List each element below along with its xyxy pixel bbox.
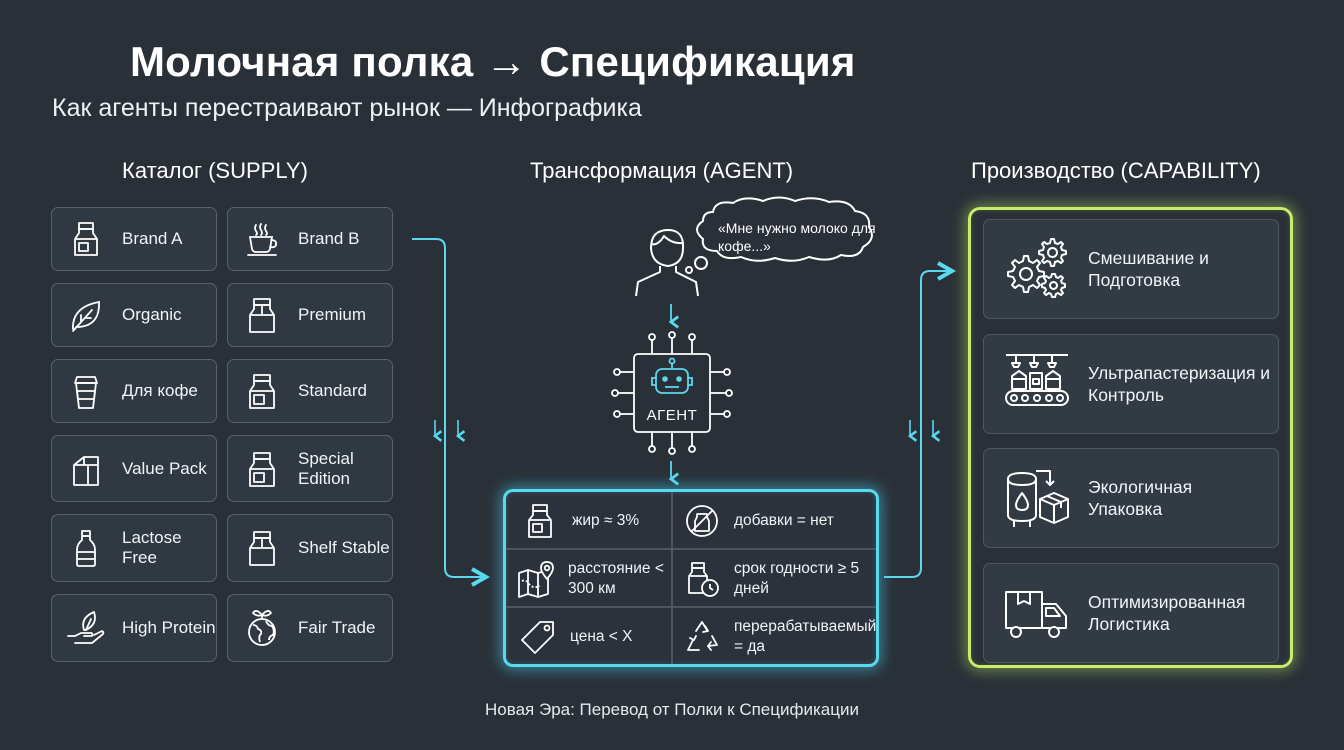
- page-subtitle: Как агенты перестраивают рынок — Инфогра…: [52, 94, 642, 122]
- catalog-card-label: Organic: [122, 305, 182, 324]
- agent-thought-text: «Мне нужно молоко для кофе...»: [718, 220, 876, 254]
- agent-chip-label: АГЕНТ: [646, 407, 698, 424]
- recycle-icon: [682, 617, 722, 657]
- spec-grid-lines: [506, 492, 876, 664]
- no-additives-icon: [682, 501, 722, 541]
- agent-chip-icon: [611, 331, 733, 455]
- takeaway-cup-icon: [64, 369, 108, 413]
- agent-column-heading: Трансформация (AGENT): [530, 158, 794, 183]
- catalog-card-fair-trade[interactable]: Fair Trade: [227, 594, 393, 662]
- hand-leaf-icon: [64, 606, 108, 650]
- capability-card-label: Ультрапастеризация и Контроль: [1088, 363, 1271, 405]
- footer-caption: Новая Эра: Перевод от Полки к Спецификац…: [485, 700, 859, 719]
- coffee-cup-icon: [240, 217, 284, 261]
- globe-icon: [240, 606, 284, 650]
- capability-card-label: Смешивание и Подготовка: [1088, 248, 1209, 290]
- catalog-card-label: Lactose Free: [122, 528, 182, 567]
- spec-item-shelf-life: срок годности ≥ 5 дней: [682, 556, 872, 602]
- catalog-card-high-protein[interactable]: High Protein: [51, 594, 217, 662]
- catalog-card-label: Brand B: [298, 229, 360, 248]
- spec-item-additives: добавки = нет: [682, 500, 872, 542]
- catalog-card-organic[interactable]: Organic: [51, 283, 217, 347]
- catalog-card-for-coffee[interactable]: Для кофе: [51, 359, 217, 423]
- capability-card-label: Оптимизированная Логистика: [1088, 592, 1246, 634]
- map-pin-icon: [516, 559, 556, 599]
- catalog-card-label: Brand A: [122, 229, 183, 248]
- catalog-card-brand-b[interactable]: Brand B: [227, 207, 393, 271]
- milk-carton-icon: [240, 293, 284, 337]
- catalog-card-label: Fair Trade: [298, 618, 376, 637]
- capability-card-label: Экологичная Упаковка: [1088, 477, 1193, 519]
- capability-column-heading: Производство (CAPABILITY): [971, 158, 1261, 183]
- capability-card-mixing[interactable]: Смешивание и Подготовка: [983, 219, 1279, 319]
- catalog-to-spec-arrow: [412, 238, 484, 577]
- spec-item-label: жир ≈ 3%: [572, 512, 640, 529]
- conveyor-icon: [1002, 349, 1072, 419]
- catalog-card-label: Standard: [298, 381, 367, 400]
- spec-item-label: перерабатываемый = да: [734, 618, 877, 655]
- catalog-card-value-pack[interactable]: Value Pack: [51, 435, 217, 502]
- catalog-card-label: Для кофе: [122, 381, 198, 400]
- milk-carton-icon: [240, 369, 284, 413]
- spec-item-label: цена < X: [570, 628, 633, 645]
- catalog-card-label: High Protein: [122, 618, 216, 637]
- spec-item-label: срок годности ≥ 5 дней: [734, 560, 860, 597]
- catalog-card-brand-a[interactable]: Brand A: [51, 207, 217, 271]
- spec-item-label: добавки = нет: [734, 512, 834, 529]
- catalog-card-shelf-stable[interactable]: Shelf Stable: [227, 514, 393, 582]
- tank-box-icon: [1002, 463, 1072, 533]
- catalog-card-label: Special Edition: [298, 448, 354, 488]
- catalog-card-premium[interactable]: Premium: [227, 283, 393, 347]
- capability-card-logistics[interactable]: Оптимизированная Логистика: [983, 563, 1279, 663]
- user-person-icon: [635, 229, 699, 297]
- milk-carton-icon: [240, 447, 284, 491]
- page-title: Молочная полка → Спецификация: [130, 38, 856, 85]
- spec-item-price: цена < X: [518, 615, 668, 659]
- catalog-card-label: Premium: [298, 305, 367, 324]
- bottle-icon: [64, 526, 108, 570]
- carton-clock-icon: [682, 559, 722, 599]
- capability-card-uht[interactable]: Ультрапастеризация и Контроль: [983, 334, 1279, 434]
- catalog-card-standard[interactable]: Standard: [227, 359, 393, 423]
- spec-to-capability-arrow: [884, 271, 950, 578]
- spec-item-recyclable: перерабатываемый = да: [682, 615, 876, 659]
- truck-icon: [1002, 578, 1072, 648]
- price-tag-icon: [518, 617, 558, 657]
- catalog-card-label: Value Pack: [122, 458, 207, 478]
- spec-item-label: расстояние < 300 км: [568, 560, 664, 597]
- milk-carton-icon: [64, 217, 108, 261]
- gears-icon: [1002, 234, 1072, 304]
- leaf-icon: [64, 293, 108, 337]
- spec-item-fat: жир ≈ 3%: [520, 500, 670, 542]
- thought-bubble: [685, 196, 873, 274]
- capability-panel: Смешивание и Подготовка Ультрапастеризац…: [968, 207, 1293, 668]
- spec-panel: жир ≈ 3% добавки = нет расстояние < 300 …: [503, 489, 879, 667]
- milk-carton-icon: [520, 501, 560, 541]
- catalog-card-special-edition[interactable]: Special Edition: [227, 435, 393, 502]
- catalog-card-lactose-free[interactable]: Lactose Free: [51, 514, 217, 582]
- supply-column-heading: Каталог (SUPPLY): [122, 158, 308, 183]
- catalog-card-label: Shelf Stable: [298, 538, 390, 557]
- spec-item-distance: расстояние < 300 км: [516, 556, 671, 602]
- milk-carton-icon: [64, 447, 108, 491]
- milk-carton-icon: [240, 526, 284, 570]
- capability-card-eco-packaging[interactable]: Экологичная Упаковка: [983, 448, 1279, 548]
